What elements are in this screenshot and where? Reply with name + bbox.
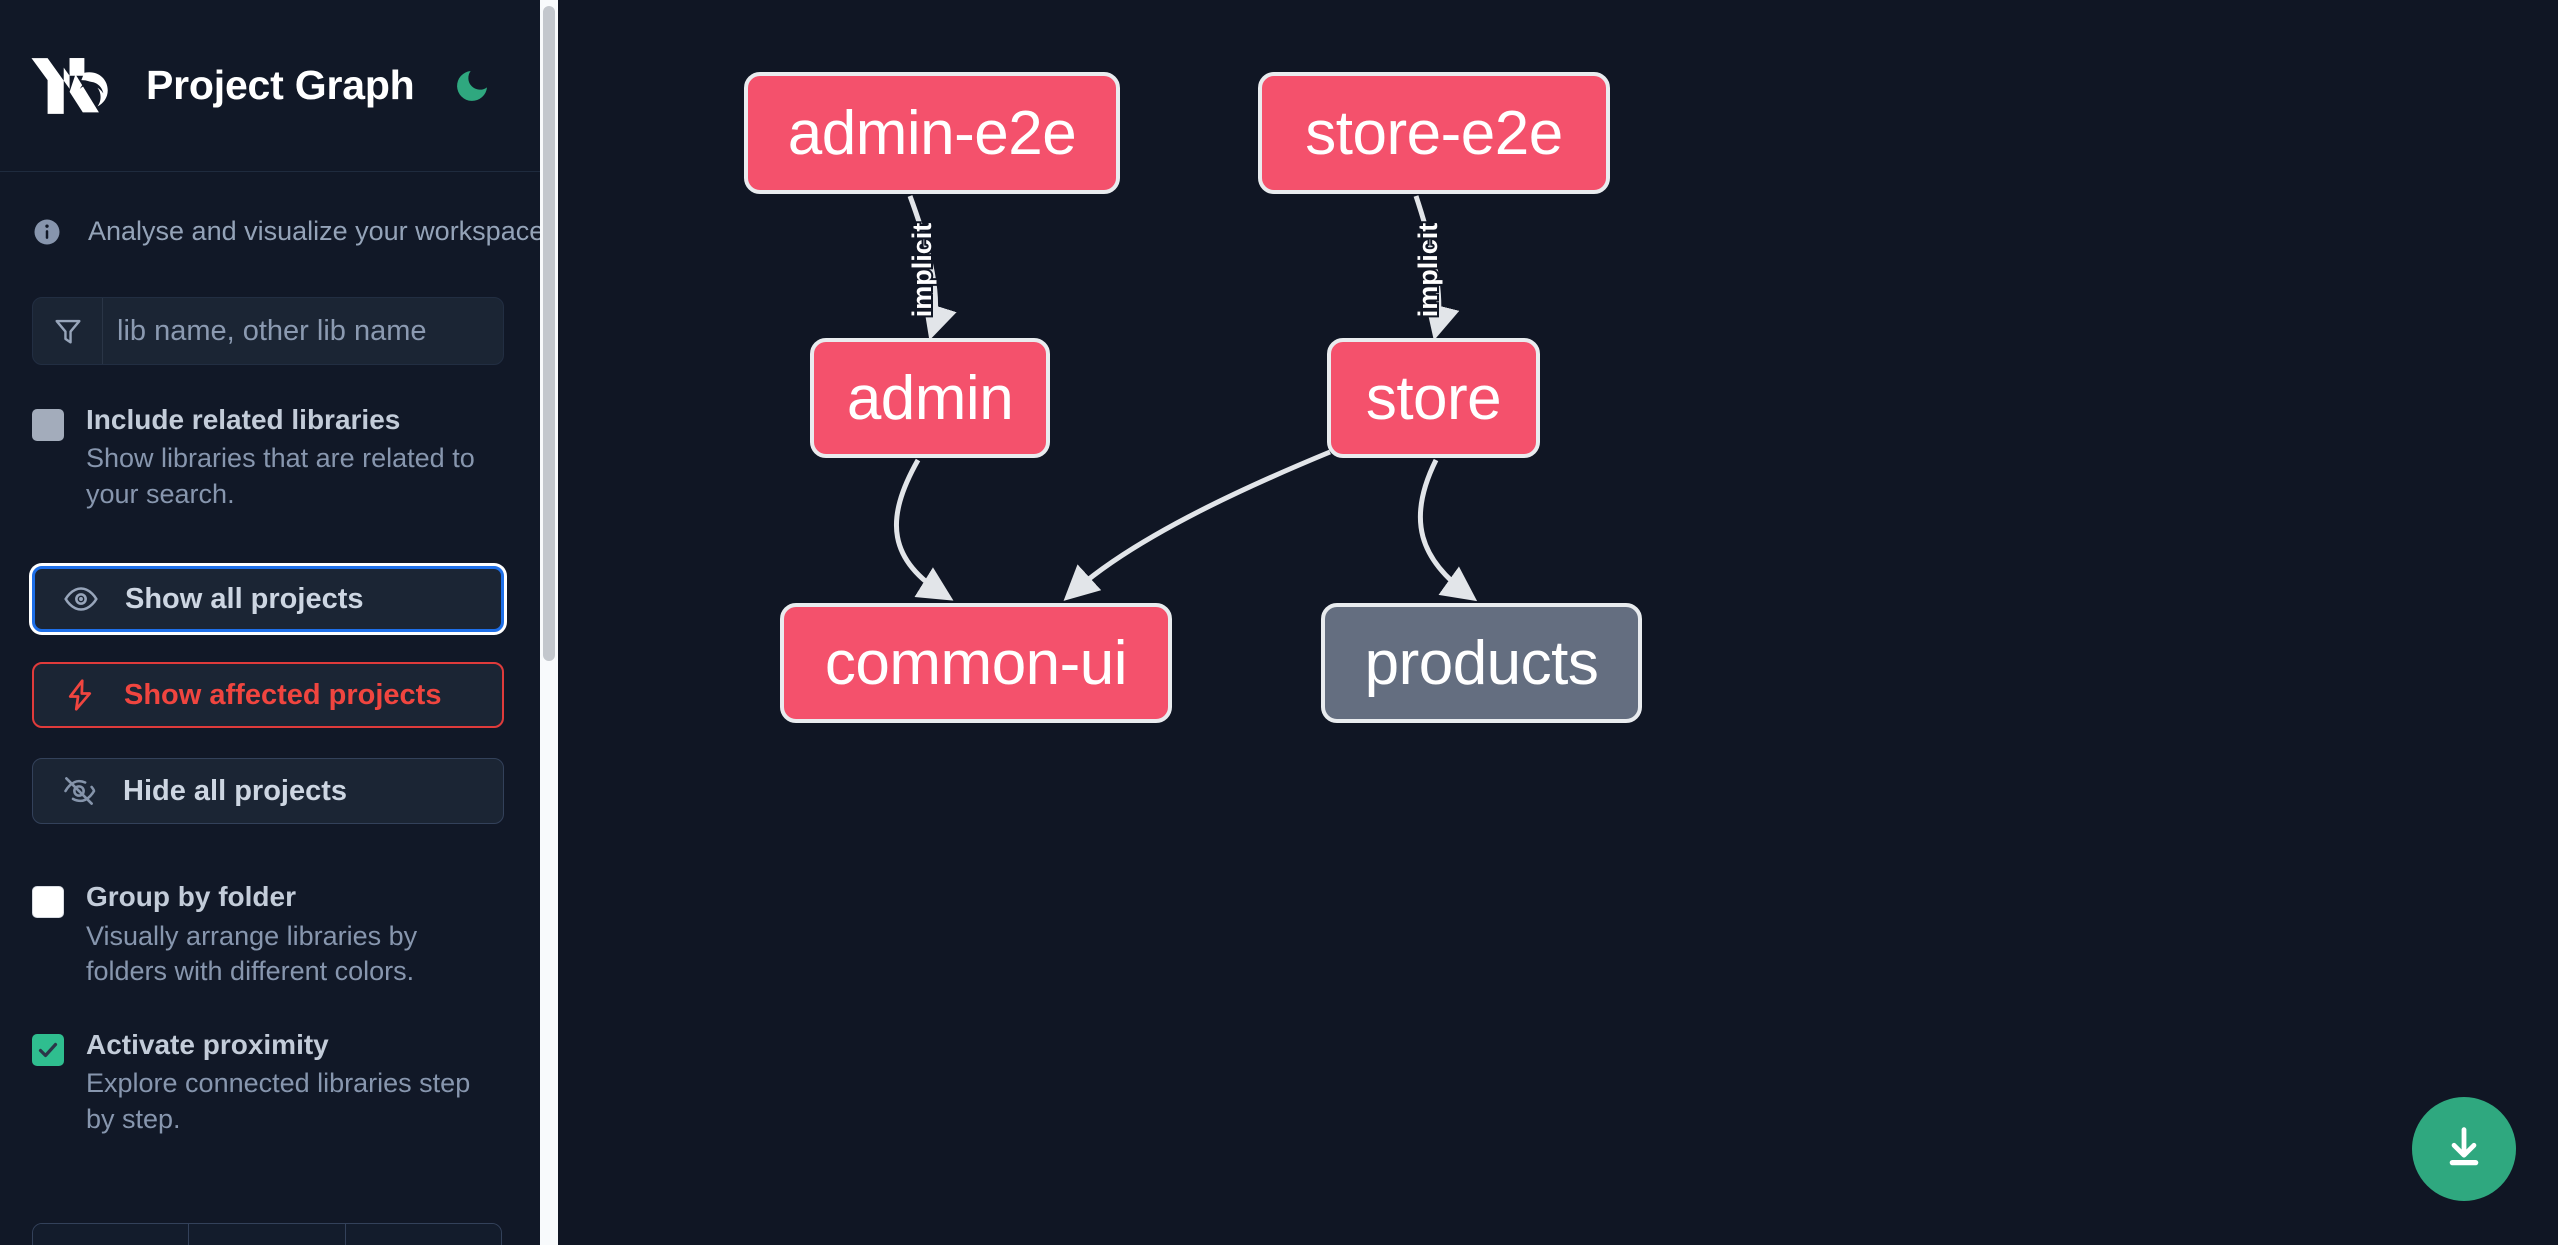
graph-node-admin-label: admin <box>846 363 1014 433</box>
proximity-step-decrease[interactable] <box>33 1224 190 1245</box>
sidebar-scroll-content: Project Graph Analyse and visualize your… <box>0 0 540 1245</box>
include-related-libraries-texts: Include related libraries Show libraries… <box>86 403 504 512</box>
proximity-step-value[interactable] <box>189 1224 346 1245</box>
graph-canvas[interactable]: implicit implicit admin-e2e store-e2e ad… <box>558 0 2558 1245</box>
hide-all-projects-button[interactable]: Hide all projects <box>32 758 504 825</box>
graph-node-products[interactable]: products <box>1321 603 1642 723</box>
sidebar: Project Graph Analyse and visualize your… <box>0 0 558 1245</box>
eye-off-icon <box>61 773 97 809</box>
checkbox-row-group-by-folder[interactable]: Group by folder Visually arrange librari… <box>0 880 540 989</box>
activate-proximity-label: Activate proximity <box>86 1028 329 1060</box>
edge-admin-e2e-to-admin <box>907 195 957 341</box>
download-icon <box>2438 1121 2490 1178</box>
graph-edges: implicit implicit <box>893 195 1478 602</box>
edge-store-to-common-ui <box>1063 449 1331 601</box>
include-related-libraries-description: Show libraries that are related to your … <box>86 443 475 509</box>
workspace-note: Analyse and visualize your workspace. <box>0 172 540 247</box>
nx-logo-icon <box>30 55 118 117</box>
proximity-step-control[interactable] <box>32 1223 502 1245</box>
group-by-folder-checkbox[interactable] <box>32 886 64 919</box>
lightning-icon <box>62 677 98 713</box>
download-image-button[interactable] <box>2412 1097 2516 1201</box>
filter-icon <box>33 298 103 364</box>
sidebar-scrollbar-thumb[interactable] <box>543 6 555 661</box>
include-related-libraries-checkbox[interactable] <box>32 409 64 441</box>
graph-node-products-label: products <box>1364 628 1599 698</box>
graph-node-admin[interactable]: admin <box>810 338 1050 458</box>
hide-all-projects-label: Hide all projects <box>123 774 348 807</box>
page-title: Project Graph <box>146 62 415 108</box>
show-affected-projects-button[interactable]: Show affected projects <box>32 662 504 729</box>
group-by-folder-description: Visually arrange libraries by folders wi… <box>86 920 418 987</box>
sidebar-scrollbar[interactable] <box>540 0 558 1245</box>
eye-icon <box>63 581 99 617</box>
moon-icon[interactable] <box>449 63 495 109</box>
svg-text:implicit: implicit <box>907 223 937 318</box>
edge-label-store-implicit: implicit <box>1411 221 1445 320</box>
activate-proximity-texts: Activate proximity Explore connected lib… <box>86 1028 504 1137</box>
graph-node-store-label: store <box>1365 363 1502 433</box>
graph-node-store-e2e[interactable]: store-e2e <box>1258 72 1610 194</box>
activate-proximity-checkbox[interactable] <box>32 1033 64 1066</box>
graph-node-admin-e2e[interactable]: admin-e2e <box>744 72 1120 194</box>
show-all-projects-label: Show all projects <box>125 582 364 615</box>
info-icon <box>32 217 62 247</box>
graph-node-store[interactable]: store <box>1327 338 1540 458</box>
graph-node-admin-e2e-label: admin-e2e <box>787 98 1077 168</box>
search-field[interactable] <box>32 297 504 365</box>
edge-store-to-products <box>1417 458 1478 602</box>
edge-store-e2e-to-store <box>1413 195 1460 341</box>
edge-admin-to-common-ui <box>893 458 954 601</box>
graph-node-store-e2e-label: store-e2e <box>1305 98 1563 168</box>
graph-node-common-ui[interactable]: common-ui <box>780 603 1172 723</box>
workspace-note-text: Analyse and visualize your workspace. <box>88 216 540 246</box>
show-affected-projects-label: Show affected projects <box>124 678 442 711</box>
search-input[interactable] <box>103 298 503 364</box>
checkbox-row-include-related-libraries[interactable]: Include related libraries Show libraries… <box>0 403 540 512</box>
activate-proximity-description: Explore connected libraries step by step… <box>86 1067 471 1134</box>
graph-node-common-ui-label: common-ui <box>824 628 1128 698</box>
include-related-libraries-label: Include related libraries <box>86 404 401 435</box>
sidebar-header: Project Graph <box>0 0 540 172</box>
checkbox-row-activate-proximity[interactable]: Activate proximity Explore connected lib… <box>0 1028 540 1137</box>
show-all-projects-button[interactable]: Show all projects <box>32 566 504 633</box>
svg-text:implicit: implicit <box>1413 223 1443 318</box>
group-by-folder-texts: Group by folder Visually arrange librari… <box>86 880 504 989</box>
proximity-step-increase[interactable] <box>345 1224 501 1245</box>
edge-label-admin-implicit: implicit <box>905 221 939 320</box>
group-by-folder-label: Group by folder <box>86 881 296 913</box>
